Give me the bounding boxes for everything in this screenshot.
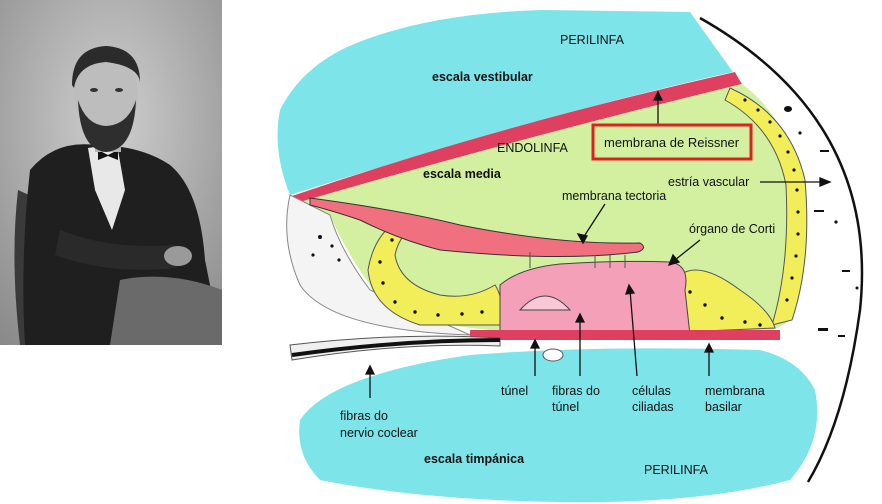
label-escala-vestibular: escala vestibular bbox=[432, 70, 533, 84]
stria-vascularis bbox=[724, 87, 808, 326]
label-tunel: túnel bbox=[501, 384, 528, 398]
label-membrana-tectoria: membrana tectoria bbox=[562, 189, 666, 203]
tectorial-membrane bbox=[309, 197, 644, 258]
label-fibras-nervio-1: fibras do bbox=[340, 409, 388, 423]
label-endolinfa: ENDOLINFA bbox=[497, 141, 569, 155]
label-perilinfa-top: PERILINFA bbox=[560, 33, 625, 47]
scala-vestibuli-region bbox=[277, 10, 733, 195]
label-membrana-reissner: membrana de Reissner bbox=[604, 135, 740, 150]
label-fibras-nervio-2: nervio coclear bbox=[340, 426, 418, 440]
inner-sulcus-cells bbox=[367, 213, 503, 326]
label-membrana-basilar-2: basilar bbox=[705, 400, 742, 414]
label-fibras-tunel-1: fibras do bbox=[552, 384, 600, 398]
label-fibras-tunel-2: túnel bbox=[552, 400, 579, 414]
reissner-membrane bbox=[292, 72, 742, 202]
label-organo-corti: órgano de Corti bbox=[689, 222, 775, 236]
portrait-photo bbox=[0, 0, 222, 345]
cochlea-outer-wall bbox=[699, 16, 864, 483]
label-escala-timpanica: escala timpánica bbox=[424, 452, 525, 466]
cochlear-nerve-fibres bbox=[291, 338, 501, 357]
reissner-highlight-box bbox=[591, 123, 753, 161]
label-membrana-basilar-1: membrana bbox=[705, 384, 765, 398]
label-estria-vascular: estría vascular bbox=[668, 175, 749, 189]
label-celulas-1: células bbox=[632, 384, 671, 398]
outer-support-cells bbox=[679, 269, 776, 333]
label-perilinfa-bottom: PERILINFA bbox=[644, 463, 709, 477]
label-escala-media: escala media bbox=[423, 167, 502, 181]
basilar-membrane-band bbox=[470, 330, 780, 340]
label-celulas-2: ciliadas bbox=[632, 400, 674, 414]
organ-of-corti bbox=[499, 260, 691, 336]
scala-tympani-region bbox=[299, 348, 818, 503]
